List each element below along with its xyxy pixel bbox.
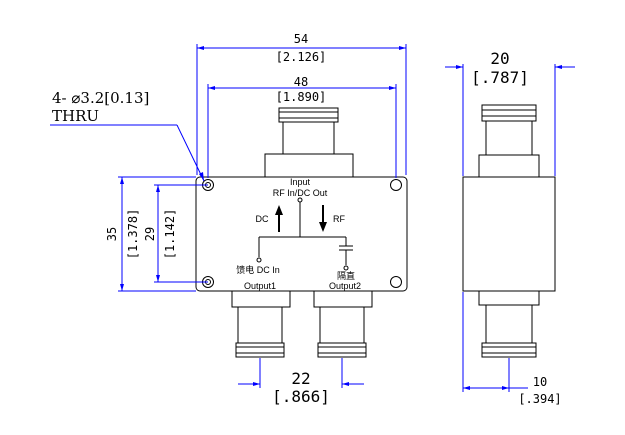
dim-hole-height: 29 [1.142] bbox=[143, 184, 208, 283]
dim-side-offset: 10 [.394] bbox=[462, 292, 562, 406]
callout-thru: THRU bbox=[52, 107, 99, 125]
dim-20-in: [.787] bbox=[471, 68, 529, 87]
dim-overall-width: 54 [2.126] bbox=[196, 32, 407, 175]
hole-callout: 4- ⌀3.2[0.13] THRU bbox=[50, 89, 205, 182]
dim-35-in: [1.378] bbox=[126, 209, 140, 260]
output1-label: Output1 bbox=[244, 281, 276, 291]
dim-54-mm: 54 bbox=[294, 32, 308, 46]
dim-48-in: [1.890] bbox=[276, 90, 327, 104]
housing-body bbox=[195, 176, 408, 292]
front-view: Input RF In/DC Out DC RF 馈电 DC In 隔直 Out… bbox=[195, 107, 408, 358]
dc-arrow bbox=[275, 205, 283, 232]
dim-22-mm: 22 bbox=[291, 369, 310, 388]
output2-label: Output2 bbox=[329, 281, 361, 291]
dc-in-label: 馈电 DC In bbox=[236, 264, 280, 275]
dim-output-spacing: 22 [.866] bbox=[238, 358, 364, 406]
side-view bbox=[462, 104, 556, 358]
dc-label: DC bbox=[256, 214, 269, 224]
isolation-label: 隔直 bbox=[337, 270, 355, 281]
input-connector bbox=[264, 107, 354, 178]
dim-48-mm: 48 bbox=[294, 75, 308, 89]
dim-side-width: 20 [.787] bbox=[445, 49, 575, 176]
dim-hole-spacing: 48 [1.890] bbox=[207, 75, 397, 178]
dim-35-mm: 35 bbox=[105, 227, 119, 241]
dim-10-mm: 10 bbox=[533, 375, 547, 389]
output1-connector bbox=[231, 290, 291, 358]
dim-height: 35 [1.378] bbox=[105, 176, 196, 292]
rf-dc-out-label: RF In/DC Out bbox=[273, 188, 328, 198]
dim-10-in: [.394] bbox=[518, 392, 561, 406]
dim-20-mm: 20 bbox=[490, 49, 509, 68]
dim-29-mm: 29 bbox=[143, 227, 157, 241]
input-label: Input bbox=[290, 177, 311, 187]
rf-label: RF bbox=[333, 214, 345, 224]
dim-22-in: [.866] bbox=[272, 387, 330, 406]
dim-29-in: [1.142] bbox=[163, 209, 177, 260]
dim-54-in: [2.126] bbox=[276, 50, 327, 64]
callout-diameter: 4- ⌀3.2[0.13] bbox=[52, 89, 149, 107]
internal-circuit bbox=[256, 197, 353, 271]
rf-arrow bbox=[319, 205, 327, 232]
output2-connector bbox=[313, 290, 373, 358]
